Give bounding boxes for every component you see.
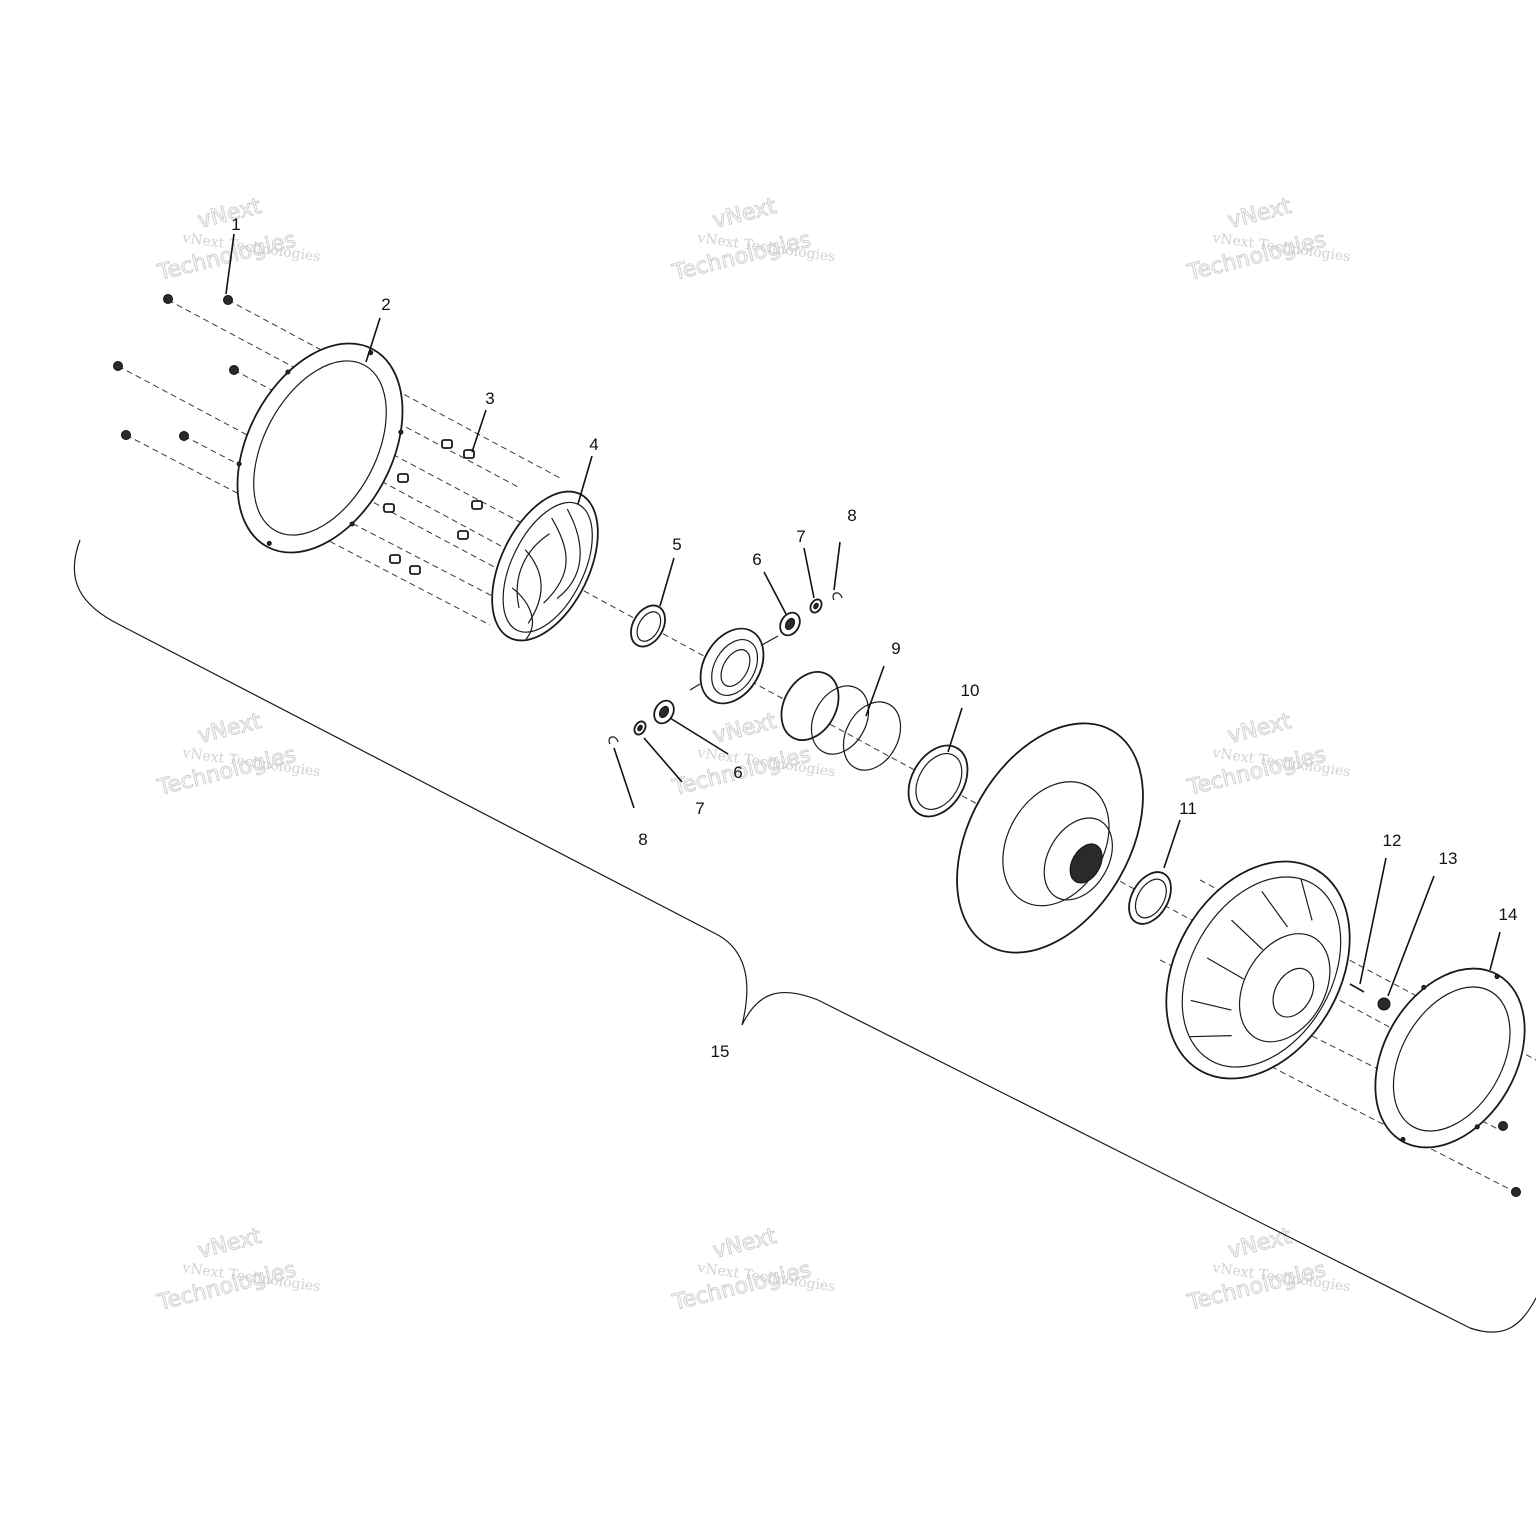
part-8-clips — [608, 592, 843, 745]
watermark-logo-word-1: vNext — [710, 194, 779, 234]
part-2-gasket — [236, 342, 404, 554]
movable-sheave — [956, 722, 1144, 954]
callout-labels: 1 2 3 4 5 6 7 8 9 10 6 7 8 11 12 13 14 1… — [231, 215, 1517, 1061]
part-11-washer — [1128, 871, 1172, 925]
assembly-brace — [73, 539, 1536, 1333]
callout-6-upper: 6 — [752, 550, 761, 569]
leader-lines — [225, 233, 1501, 997]
part-12-pin — [1349, 983, 1365, 993]
callout-8-lower: 8 — [638, 830, 647, 849]
watermark-logo-word-1: vNext — [1225, 709, 1294, 749]
part-9-spring — [780, 671, 902, 771]
watermark: vNext vNext Technologies Technologies — [669, 193, 836, 286]
part-3-screws — [383, 439, 483, 575]
callout-12: 12 — [1383, 831, 1402, 850]
callout-1: 1 — [231, 215, 240, 234]
callout-2: 2 — [381, 295, 390, 314]
part-13-nut — [1377, 997, 1391, 1011]
watermark: vNext vNext Technologies Technologies — [669, 1223, 836, 1316]
watermark-logo-word-1: vNext — [710, 709, 779, 749]
part-14-screws — [1498, 1121, 1521, 1197]
callout-3: 3 — [485, 389, 494, 408]
callout-13: 13 — [1439, 849, 1458, 868]
part-6-rollers — [653, 611, 801, 725]
callout-9: 9 — [891, 639, 900, 658]
watermark-logo-word-1: vNext — [195, 1224, 264, 1264]
watermark: vNext vNext Technologies Technologies — [1184, 708, 1351, 801]
part-7-washers — [633, 598, 823, 736]
screw-head — [179, 431, 189, 441]
screw-head — [121, 430, 131, 440]
screw-head — [163, 294, 173, 304]
watermark-logo-word-1: vNext — [195, 194, 264, 234]
part-5-ring — [630, 604, 666, 648]
watermark: vNext vNext Technologies Technologies — [154, 193, 321, 286]
callout-14: 14 — [1499, 905, 1518, 924]
callout-8-upper: 8 — [847, 506, 856, 525]
watermark-logo-word-1: vNext — [1225, 194, 1294, 234]
callout-7-upper: 7 — [796, 527, 805, 546]
fixed-sheave — [1165, 860, 1351, 1080]
callout-4: 4 — [589, 435, 598, 454]
callout-11: 11 — [1179, 799, 1197, 818]
watermark-logo-word-1: vNext — [1225, 1224, 1294, 1264]
center-hub — [689, 627, 779, 705]
watermark: vNext vNext Technologies Technologies — [154, 1223, 321, 1316]
screw-head — [1511, 1187, 1521, 1197]
callout-15: 15 — [711, 1042, 730, 1061]
screw-head — [113, 361, 123, 371]
screw-head — [229, 365, 239, 375]
callout-5: 5 — [672, 535, 681, 554]
screw-head — [1498, 1121, 1508, 1131]
part-10-ring — [907, 744, 969, 818]
watermark: vNext vNext Technologies Technologies — [154, 708, 321, 801]
watermark: vNext vNext Technologies Technologies — [1184, 1223, 1351, 1316]
callout-6-lower: 6 — [733, 763, 742, 782]
callout-7-lower: 7 — [695, 799, 704, 818]
watermark: vNext vNext Technologies Technologies — [1184, 193, 1351, 286]
watermark-logo-word-1: vNext — [710, 1224, 779, 1264]
watermark-logo-word-1: vNext — [195, 709, 264, 749]
part-14-gasket — [1374, 967, 1526, 1149]
part-1-screws — [113, 294, 239, 441]
screw-head — [223, 295, 233, 305]
callout-10: 10 — [961, 681, 980, 700]
